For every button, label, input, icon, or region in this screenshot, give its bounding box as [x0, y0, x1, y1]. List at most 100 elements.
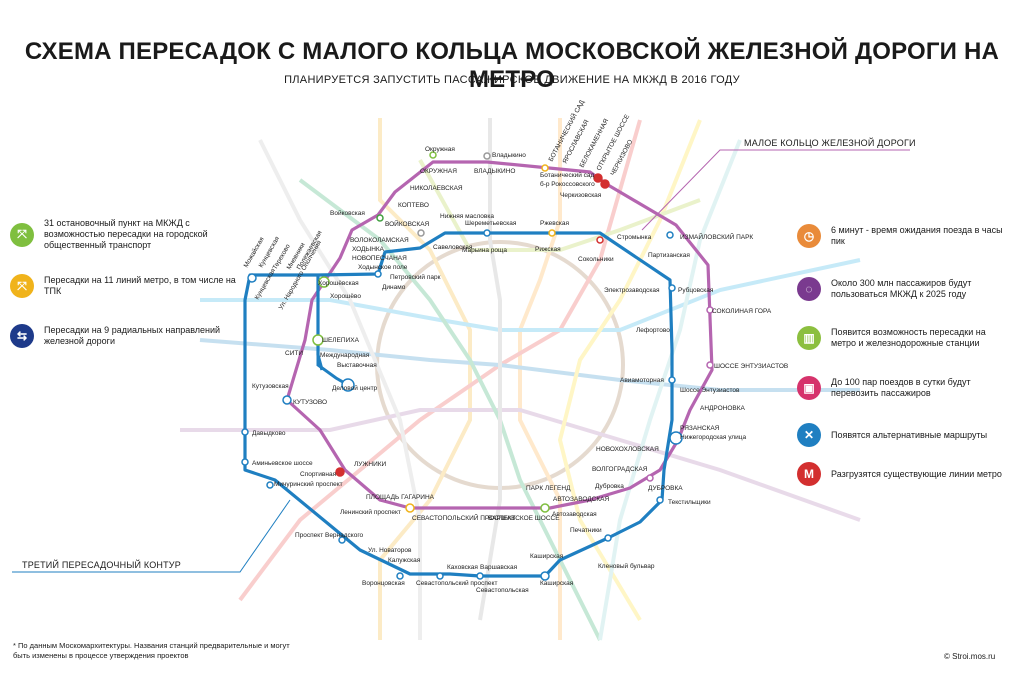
- station-marker: [540, 571, 550, 581]
- train-icon: ⇆: [10, 324, 34, 348]
- legend-text: Появится возможность пересадки на метро …: [831, 327, 986, 348]
- station-label: Хорошёвская: [318, 280, 359, 287]
- station-label: НОВОХОХЛОВСКАЯ: [596, 446, 659, 453]
- station-label: Спортивная: [300, 471, 337, 478]
- station-marker: [417, 229, 425, 237]
- station-label: Воронцовская: [362, 580, 405, 587]
- station-label: ПАРК ЛЕГЕНД: [526, 485, 571, 492]
- metro-line-lime: [557, 119, 702, 622]
- page-subtitle: ПЛАНИРУЕТСЯ ЗАПУСТИТЬ ПАССАЖИРСКОЕ ДВИЖЕ…: [284, 74, 740, 86]
- metro-line-teal: [598, 139, 742, 641]
- station-label: Динамо: [382, 284, 406, 291]
- legend-text: Пересадки на 9 радиальных направлений же…: [44, 325, 221, 346]
- station-label: РЯЗАНСКАЯ: [680, 425, 720, 432]
- station-label: Ул. Новаторов: [368, 547, 412, 554]
- station-label: СИТИ: [285, 350, 303, 357]
- clock-icon: ◷: [797, 224, 821, 248]
- interchange-icon: ⤧: [10, 274, 34, 298]
- station-label: Рубцовская: [678, 286, 714, 294]
- station-label: Авиамоторная: [620, 377, 664, 384]
- station-label: Лефортово: [636, 327, 670, 334]
- tpk-contour: [243, 231, 674, 578]
- station-label: ВОЛГОГРАДСКАЯ: [592, 466, 648, 473]
- station-marker: [483, 152, 491, 160]
- station-marker: [241, 458, 249, 466]
- station-marker: [338, 536, 346, 544]
- station-label: НИКОЛАЕВСКАЯ: [410, 185, 463, 192]
- legend-item-passengers: ◌ Около 300 млн пассажиров будут пользов…: [797, 277, 1012, 301]
- station-marker: [593, 173, 603, 183]
- station-label: Нижняя масловка: [440, 213, 494, 220]
- metro-line-lightblue: [200, 258, 861, 332]
- station-marker: [429, 151, 437, 159]
- station-label: Каховская: [447, 564, 478, 571]
- metro-line-orange: [378, 118, 472, 640]
- station-marker: [706, 306, 714, 314]
- station-marker: [604, 534, 612, 542]
- metro-line-green: [298, 178, 602, 641]
- station-marker: [341, 378, 355, 392]
- koltsevaya-line: [375, 240, 625, 490]
- station-label: ВЛАДЫКИНО: [474, 168, 515, 175]
- station-marker: [396, 572, 404, 580]
- station-label: Калужская: [388, 557, 421, 564]
- station-label: ЛУЖНИКИ: [354, 461, 387, 468]
- metro-line-salad: [418, 159, 701, 252]
- station-marker: [405, 503, 415, 513]
- legend-text: 31 остановочный пункт на МКЖД с возможно…: [44, 218, 208, 250]
- station-label: Мичуринский проспект: [274, 480, 343, 488]
- station-label: Кленовый бульвар: [598, 562, 655, 570]
- station-label: Войковская: [330, 209, 365, 217]
- station-marker: [666, 231, 674, 239]
- legend-item-metro-transfers: ⤧ Пересадки на 11 линий метро, в том чис…: [10, 274, 240, 298]
- station-marker: [476, 572, 484, 580]
- mkzhd-callout-leader: [641, 149, 910, 231]
- circle-icon: ◌: [797, 277, 821, 301]
- legend-text: До 100 пар поездов в сутки будут перевоз…: [831, 377, 971, 398]
- legend-text: 6 минут - время ожидания поезда в часы п…: [831, 225, 1003, 246]
- station-label: СЕВАСТОПОЛЬСКИЙ ПРОСПЕКТ: [412, 513, 516, 522]
- station-label: ВОЙКОВСКАЯ: [385, 219, 430, 228]
- station-marker: [282, 395, 292, 405]
- station-label: Кунцевская: [254, 267, 278, 301]
- station-marker: [656, 496, 664, 504]
- station-label: Автозаводская: [552, 511, 597, 518]
- station-label: Стромынка: [617, 234, 652, 241]
- station-label: ДУБРОВКА: [648, 485, 683, 492]
- background-metro-lines: [180, 118, 861, 641]
- station-label: КОПТЕВО: [398, 202, 429, 209]
- station-label: Петровский парк: [390, 273, 441, 281]
- station-label: Деловой центр: [332, 384, 378, 392]
- station-label: КУТУЗОВО: [293, 399, 327, 406]
- station-label: АВТОЗАВОДСКАЯ: [553, 496, 609, 503]
- station-marker: [541, 164, 549, 172]
- station-label: ХОДЫНКА: [352, 246, 385, 253]
- legend-text: Появятся альтернативные маршруты: [831, 429, 988, 440]
- transfer-markers: [241, 151, 714, 581]
- station-label: Электрозаводская: [604, 287, 660, 294]
- station-label: Рижская: [535, 246, 561, 253]
- station-label: Кутузовская: [252, 383, 289, 390]
- page-title: СХЕМА ПЕРЕСАДОК С МАЛОГО КОЛЬЦА МОСКОВСК…: [24, 38, 1000, 93]
- station-label: б-р Рокоссовского: [540, 180, 595, 188]
- tpk-callout-leader: [12, 499, 291, 573]
- station-label: Савеловская: [433, 244, 473, 251]
- station-label: НОВОПЕСЧАНАЯ: [352, 255, 407, 262]
- station-label: Проспект Вернадского: [295, 532, 364, 539]
- legend-item-wait-time: ◷ 6 минут - время ожидания поезда в часы…: [797, 224, 1012, 248]
- station-label: ШЕЛЕПИХА: [322, 337, 360, 344]
- legend-item-unload: М Разгрузятся существующие линии метро: [797, 462, 1012, 486]
- station-marker: [266, 481, 274, 489]
- metro-icon: М: [797, 462, 821, 486]
- tpk-branch-city: [316, 340, 349, 387]
- station-label: ОКРУЖНАЯ: [420, 168, 457, 175]
- station-label: Владыкино: [492, 152, 526, 159]
- credit: © Stroi.mos.ru: [944, 652, 996, 661]
- crossing-icon: ✕: [797, 423, 821, 447]
- station-label: Ленинский проспект: [340, 508, 401, 516]
- interchange-icon: ⤧: [10, 222, 34, 247]
- station-marker: [374, 270, 382, 278]
- legend-item-transfer-possibility: ▥ Появится возможность пересадки на метр…: [797, 326, 1012, 350]
- station-label: Ходынское поле: [358, 264, 408, 271]
- mkzhd-ring: [285, 160, 714, 510]
